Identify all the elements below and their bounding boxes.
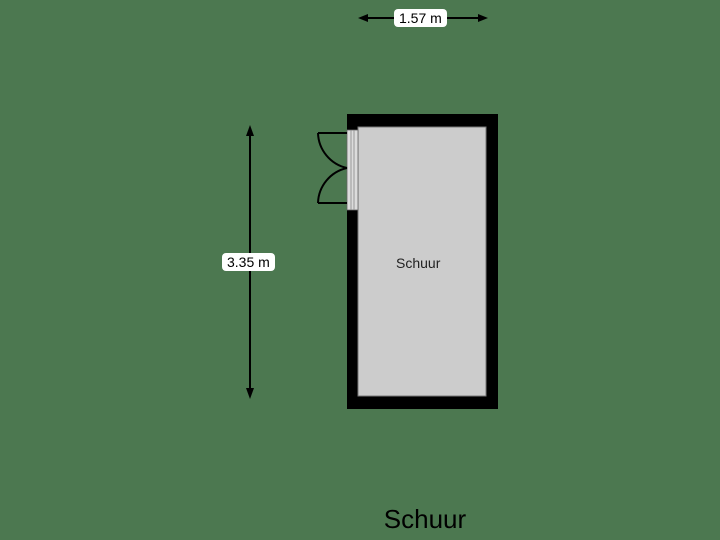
- room-label: Schuur: [396, 255, 441, 271]
- double-door-icon: [317, 132, 348, 204]
- room-floor: [357, 126, 487, 397]
- plan-title: Schuur: [383, 504, 467, 534]
- door-frame: [346, 129, 359, 211]
- width-dimension-label: 1.57 m: [394, 9, 447, 27]
- height-dimension-label: 3.35 m: [222, 253, 275, 271]
